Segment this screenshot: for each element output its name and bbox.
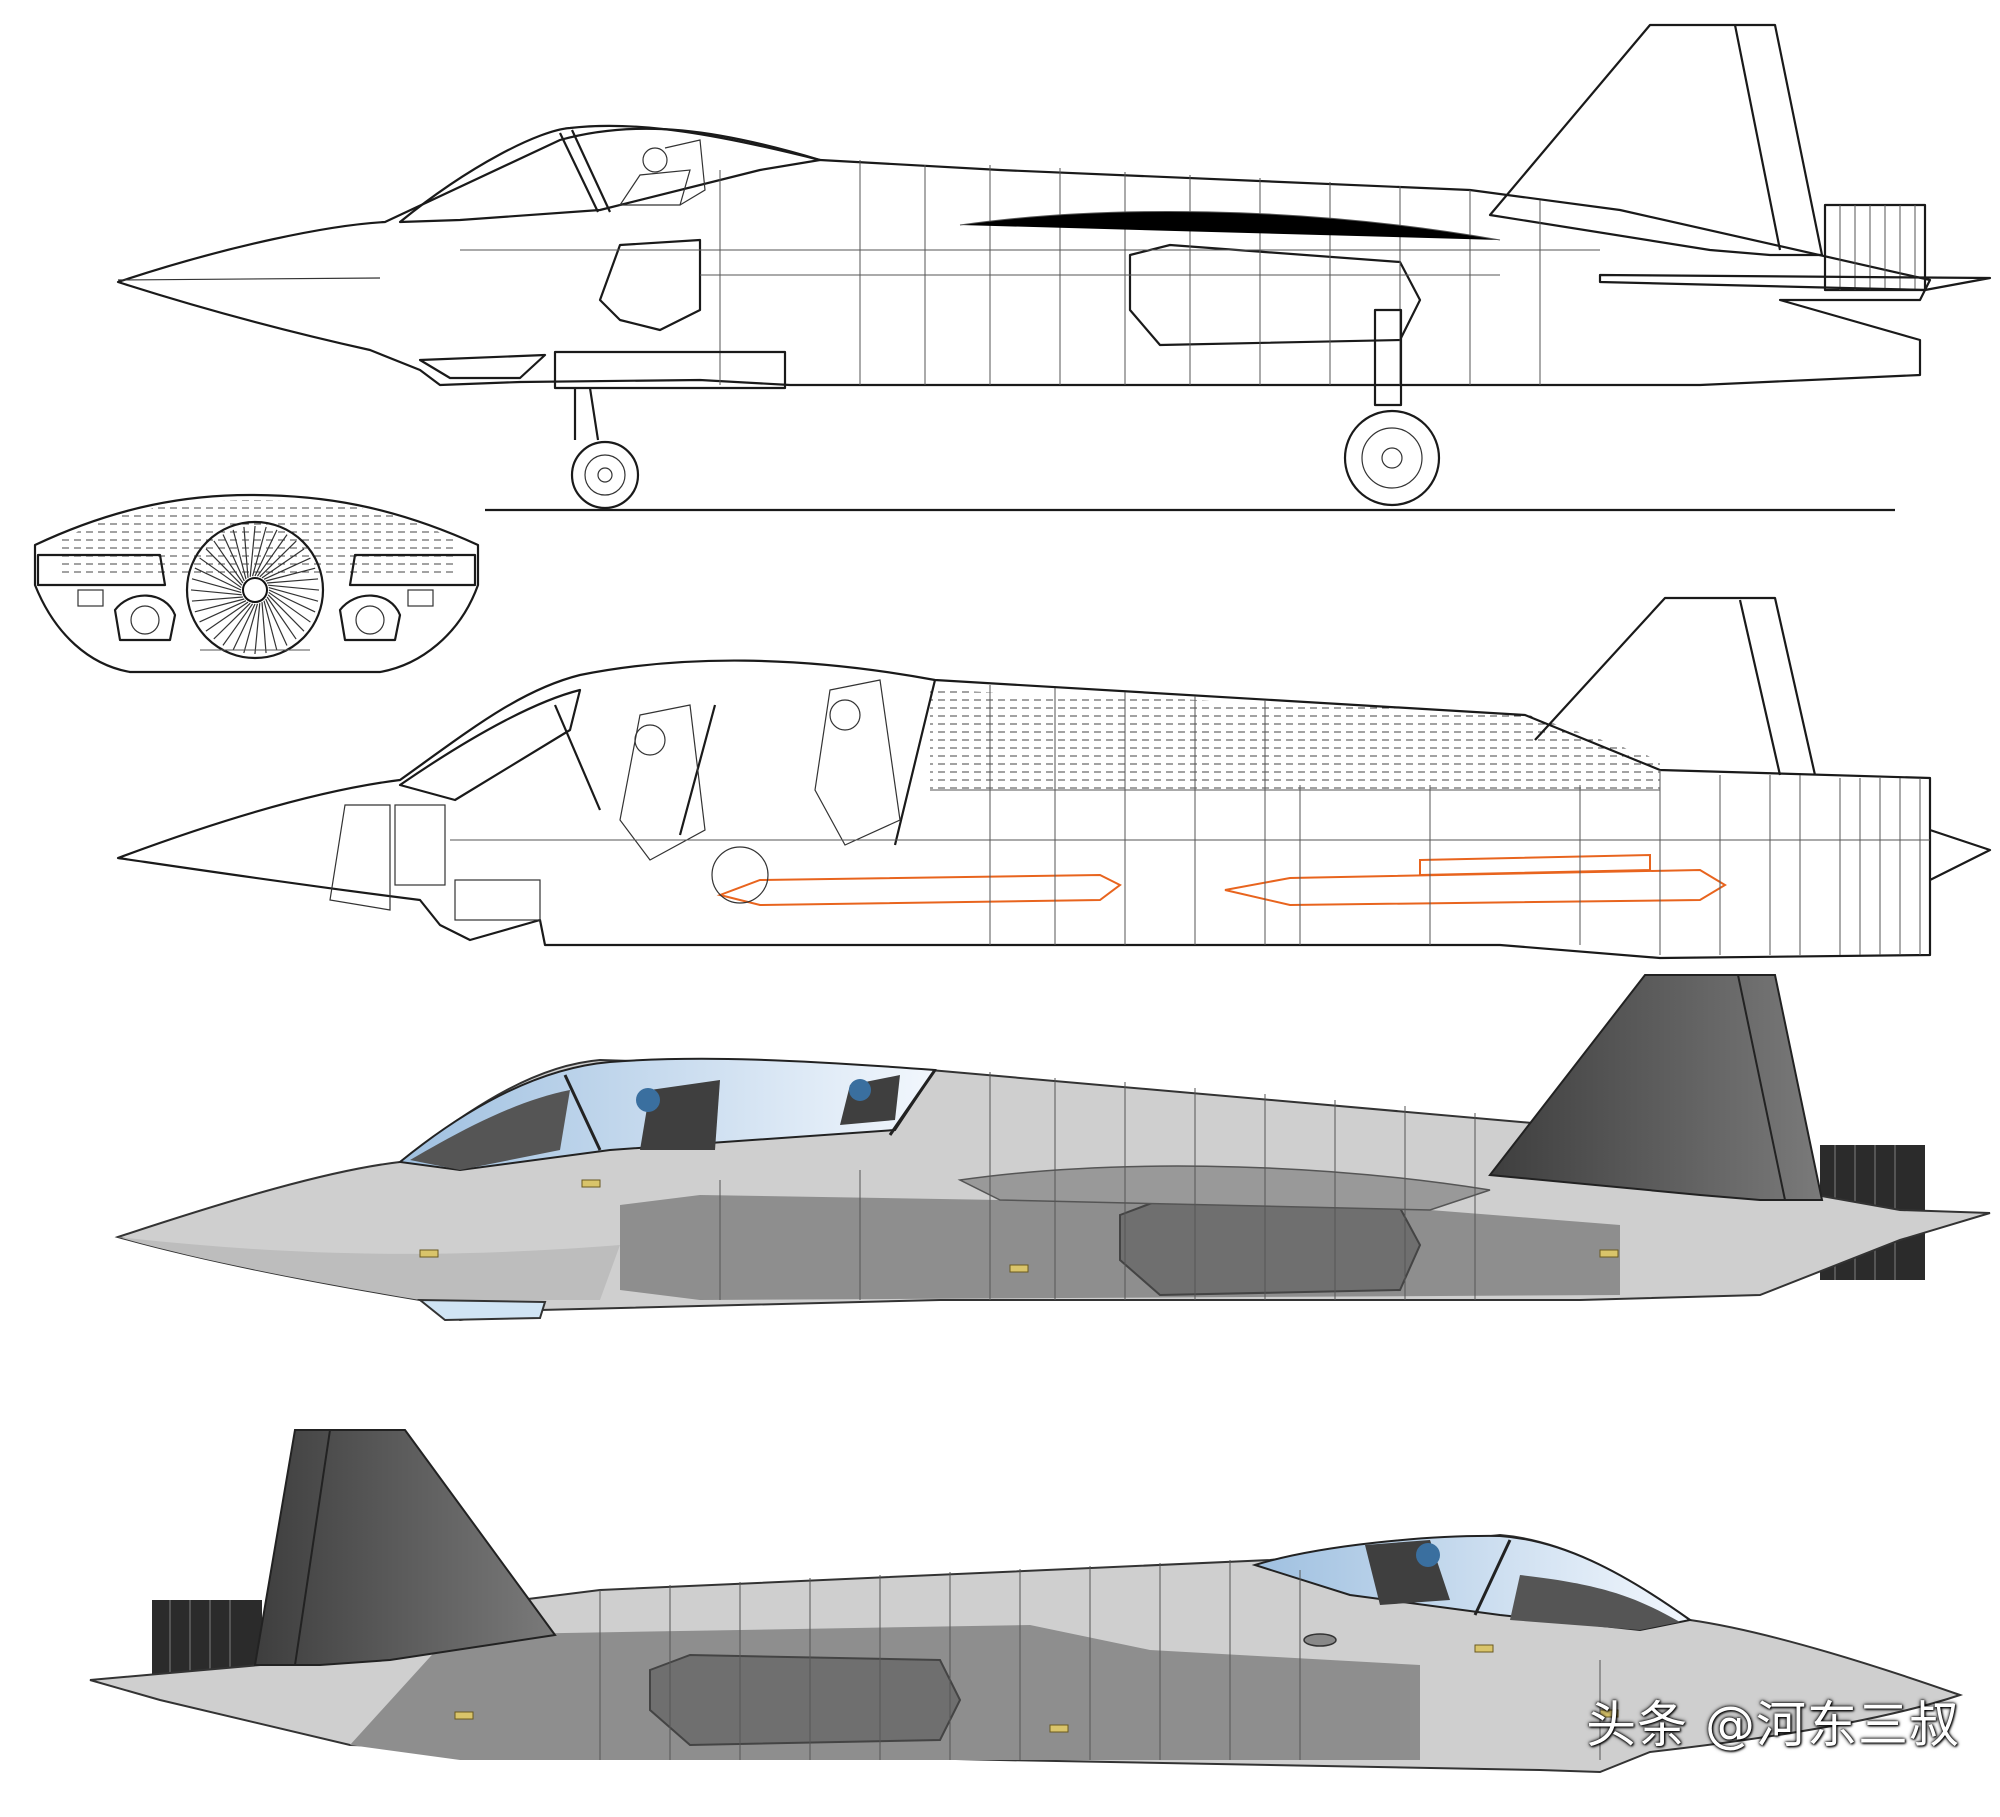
fan-blade [254,529,278,577]
pilot-figure [618,139,706,206]
shaded-pilot-rear-view [1365,1540,1450,1605]
fan-blade [199,557,242,589]
fan-blade [268,586,319,602]
fan-blade [261,602,267,654]
gear-wheel-stowed [711,846,769,904]
left-intake [36,553,167,587]
watermark-text: 头条 @河东三叔 [1586,1696,1960,1754]
side-view-line-drawing [116,23,1992,512]
fan-blade [249,525,256,577]
front-ejection-seat [619,704,706,861]
fan-face-icon [185,520,325,660]
fan-blade [222,603,254,646]
fan-blade [222,534,245,582]
fan-blade [199,600,247,623]
missile-rear-bay [1224,868,1727,907]
cutaway-vertical-tail [1534,596,1817,776]
fan-blade [194,598,245,613]
front-outline [33,493,480,674]
fan-blade [191,596,243,602]
fan-blade [194,567,242,591]
nose-landing-gear [570,387,640,510]
shaded-panel-markers [419,1179,1619,1273]
nose-avionics [329,804,541,921]
fan-blade [259,540,297,578]
cutaway-panel-lines [450,685,1930,955]
main-landing-gear [1343,308,1441,507]
fan-blade [205,548,243,586]
shaded-panel-lines-rear [599,1560,1601,1760]
missile-front-bay [716,873,1122,907]
fan-blade [266,596,297,640]
front-left-wheel-well [113,594,177,642]
engine-nozzle [1598,203,1992,292]
fan-blade [267,594,305,632]
shaded-vertical-tail [1488,974,1824,1201]
fan-blade [190,589,242,596]
right-intake [348,553,477,587]
front-right-wheel-well [338,594,402,642]
shaded-vertical-tail-rear [253,1429,557,1666]
fan-blade [232,603,256,651]
internal-weapons [716,853,1727,907]
ventral-fairing [553,350,787,390]
fan-blade [243,526,249,578]
fan-blade [213,602,251,640]
intake-outline [598,238,702,332]
cutaway-nozzle [1839,778,1921,955]
cutaway-fuselage-outline [116,659,1992,960]
cutaway-view [116,596,1992,960]
front-canopy [398,688,582,802]
fan-blade [232,529,247,580]
shaded-pilots [636,1075,900,1150]
fan-blade [251,526,267,577]
shaded-panel-lines [719,1072,1476,1300]
front-view [33,493,480,674]
fan-blade [265,567,316,582]
fan-blade [256,534,288,577]
fan-blade [205,601,249,632]
fan-blade [268,584,320,591]
fan-blade [191,578,242,594]
fan-blade [265,598,288,646]
canopy [398,124,822,224]
fan-blade [267,578,319,584]
vertical-tail [1488,23,1824,257]
fan-blade [268,589,316,613]
rear-ejection-seat [814,679,901,846]
fan-blade [243,603,259,654]
fan-blade [263,600,278,651]
shaded-panel-markers-rear [454,1644,1619,1733]
fan-blade [213,540,244,584]
shaded-side-view-nose-right [89,1429,1964,1774]
fan-blade [268,591,311,623]
shaded-side-view-nose-left [114,974,1991,1322]
fan-blade [263,557,311,580]
weapons-bay-door [1128,243,1422,347]
fan-blade [254,603,261,655]
fan-blade [261,548,305,579]
fuselage-outline [116,127,1932,387]
